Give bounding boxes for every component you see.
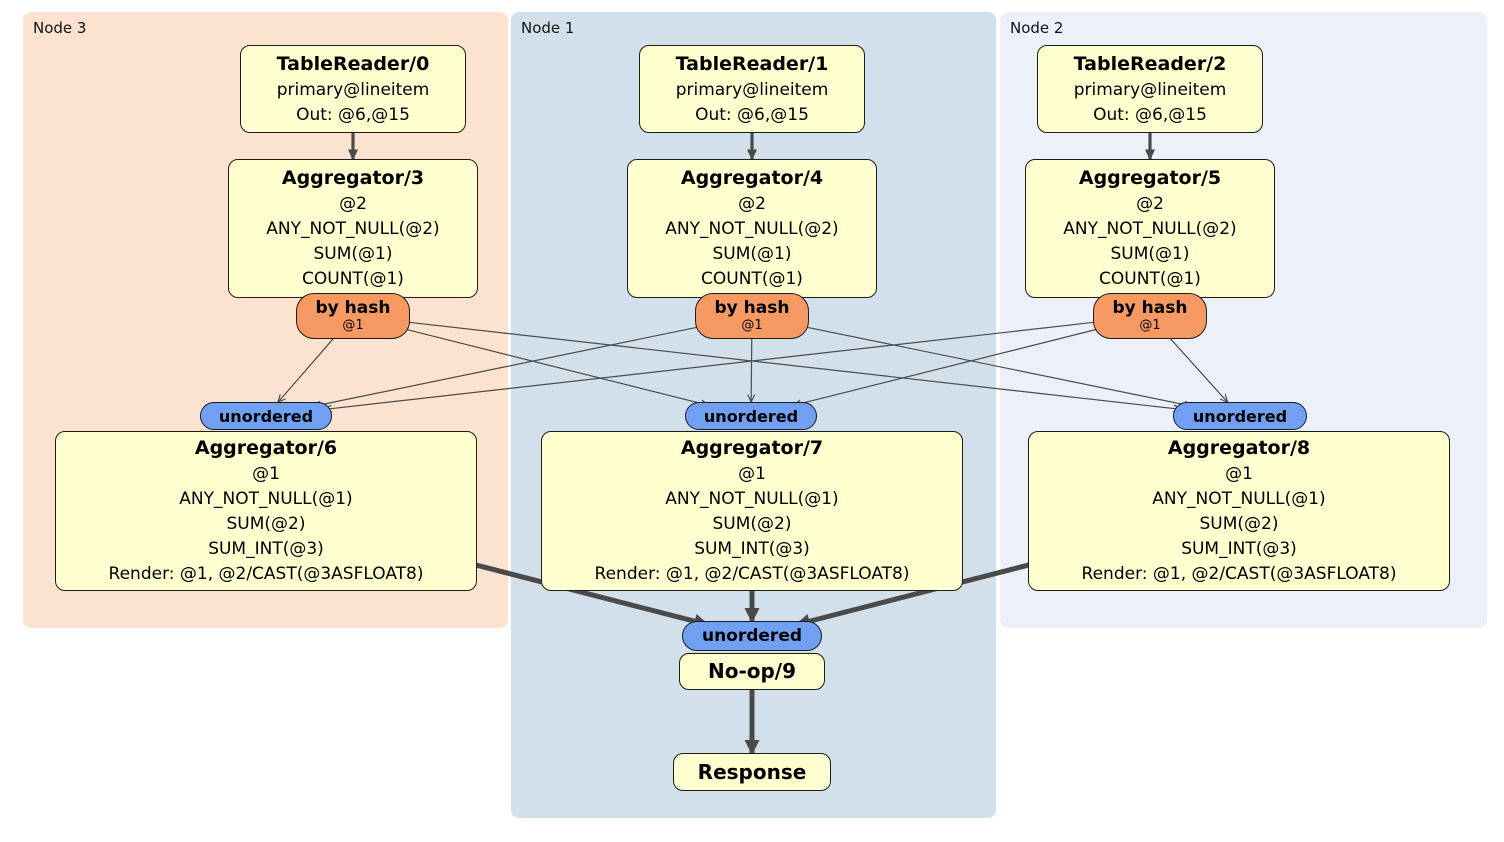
table-reader-node: TableReader/1 primary@lineitem Out: @6,@… [639,45,865,133]
node-title: Aggregator/3 [281,167,425,189]
response-node: Response [673,753,831,791]
unordered-stream-node: unordered [200,402,332,430]
stream-label: unordered [703,406,799,426]
node-detail: @2 [738,194,766,214]
router-label: by hash [1112,298,1188,318]
node-detail: Out: @6,@15 [1093,104,1207,125]
table-reader-node: TableReader/0 primary@lineitem Out: @6,@… [240,45,466,133]
node-title: TableReader/0 [276,52,430,75]
node-region-label: Node 2 [1010,19,1064,37]
aggregator-node: Aggregator/5 @2 ANY_NOT_NULL(@2) SUM(@1)… [1025,159,1275,298]
router-detail: @1 [342,318,364,333]
node-detail: Render: @1, @2/CAST(@3ASFLOAT8) [108,564,424,584]
node-title: No-op/9 [707,659,797,683]
node-detail: SUM_INT(@3) [208,539,324,559]
unordered-stream-node: unordered [682,621,822,651]
node-detail: Out: @6,@15 [695,104,809,125]
node-detail: ANY_NOT_NULL(@1) [179,489,353,509]
node-detail: ANY_NOT_NULL(@2) [665,219,839,239]
node-detail: @2 [1136,194,1164,214]
stream-label: unordered [701,626,803,646]
unordered-stream-node: unordered [1173,402,1307,430]
node-region-label: Node 1 [521,19,575,37]
node-detail: Render: @1, @2/CAST(@3ASFLOAT8) [1081,564,1397,584]
node-region-label: Node 3 [33,19,87,37]
node-detail: @1 [738,464,766,484]
node-detail: SUM_INT(@3) [694,539,810,559]
table-reader-node: TableReader/2 primary@lineitem Out: @6,@… [1037,45,1263,133]
node-detail: ANY_NOT_NULL(@2) [1063,219,1237,239]
hash-router-node: by hash @1 [695,293,809,339]
node-detail: SUM_INT(@3) [1181,539,1297,559]
node-detail: SUM(@2) [712,514,792,534]
node-detail: Out: @6,@15 [296,104,410,125]
final-aggregator-node: Aggregator/7 @1 ANY_NOT_NULL(@1) SUM(@2)… [541,431,963,591]
node-detail: COUNT(@1) [1099,269,1201,289]
node-detail: SUM(@2) [1199,514,1279,534]
hash-router-node: by hash @1 [1093,293,1207,339]
unordered-stream-node: unordered [685,402,817,430]
node-title: Aggregator/8 [1167,437,1311,459]
router-label: by hash [315,298,391,318]
node-title: Aggregator/5 [1078,167,1222,189]
noop-node: No-op/9 [679,653,825,690]
node-title: Aggregator/7 [680,437,824,459]
node-detail: COUNT(@1) [701,269,803,289]
node-detail: SUM(@1) [1110,244,1190,264]
node-title: Response [697,759,807,784]
node-title: TableReader/1 [675,52,829,75]
node-detail: primary@lineitem [276,79,430,100]
final-aggregator-node: Aggregator/8 @1 ANY_NOT_NULL(@1) SUM(@2)… [1028,431,1450,591]
node-detail: SUM(@1) [712,244,792,264]
node-detail: primary@lineitem [675,79,829,100]
aggregator-node: Aggregator/4 @2 ANY_NOT_NULL(@2) SUM(@1)… [627,159,877,298]
node-detail: primary@lineitem [1073,79,1227,100]
router-label: by hash [714,298,790,318]
node-detail: ANY_NOT_NULL(@1) [665,489,839,509]
node-detail: @2 [339,194,367,214]
node-detail: Render: @1, @2/CAST(@3ASFLOAT8) [594,564,910,584]
stream-label: unordered [218,406,314,426]
node-detail: @1 [252,464,280,484]
hash-router-node: by hash @1 [296,293,410,339]
stream-label: unordered [1192,406,1288,426]
node-detail: SUM(@1) [313,244,393,264]
node-title: Aggregator/6 [194,437,338,459]
aggregator-node: Aggregator/3 @2 ANY_NOT_NULL(@2) SUM(@1)… [228,159,478,298]
node-title: Aggregator/4 [680,167,824,189]
node-detail: @1 [1225,464,1253,484]
node-detail: ANY_NOT_NULL(@1) [1152,489,1326,509]
router-detail: @1 [1139,318,1161,333]
final-aggregator-node: Aggregator/6 @1 ANY_NOT_NULL(@1) SUM(@2)… [55,431,477,591]
node-detail: SUM(@2) [226,514,306,534]
router-detail: @1 [741,318,763,333]
node-detail: ANY_NOT_NULL(@2) [266,219,440,239]
node-title: TableReader/2 [1073,52,1227,75]
node-detail: COUNT(@1) [302,269,404,289]
